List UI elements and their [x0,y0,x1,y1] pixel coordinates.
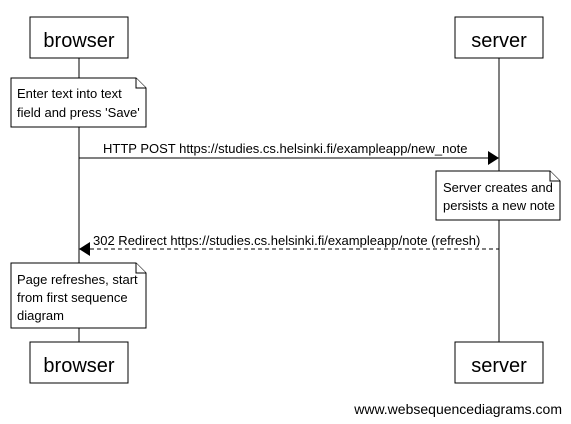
browser-actor-bottom-label: browser [43,355,114,377]
footer-watermark: www.websequencediagrams.com [353,401,562,417]
note-server-creates-line-1: Server creates and [443,180,553,195]
arrowhead-solid [79,242,90,256]
note-server-creates-line-2: persists a new note [443,198,555,213]
message-http-post: HTTP POST https://studies.cs.helsinki.fi… [79,141,499,165]
message-redirect: 302 Redirect https://studies.cs.helsinki… [79,233,499,256]
note-browser-refresh-line-3: diagram [17,308,64,323]
note-browser-save: Enter text into text field and press 'Sa… [10,77,147,128]
message-redirect-label: 302 Redirect https://studies.cs.helsinki… [93,233,480,248]
server-actor-top-label: server [471,30,527,52]
note-browser-refresh-line-2: from first sequence [17,290,128,305]
server-actor-bottom-label: server [471,355,527,377]
arrowhead-solid [488,151,499,165]
note-browser-refresh-line-1: Page refreshes, start [17,272,138,287]
note-browser-refresh: Page refreshes, start from first sequenc… [10,262,147,329]
browser-actor-bottom: browser [29,341,129,384]
message-http-post-label: HTTP POST https://studies.cs.helsinki.fi… [103,141,467,156]
note-browser-save-line-1: Enter text into text [17,86,122,101]
browser-actor-top-label: browser [43,30,114,52]
note-server-creates: Server creates and persists a new note [435,170,561,221]
server-actor-top: server [454,16,544,59]
server-actor-bottom: server [454,341,544,384]
note-browser-save-line-2: field and press 'Save' [17,105,140,120]
browser-actor-top: browser [29,16,129,59]
